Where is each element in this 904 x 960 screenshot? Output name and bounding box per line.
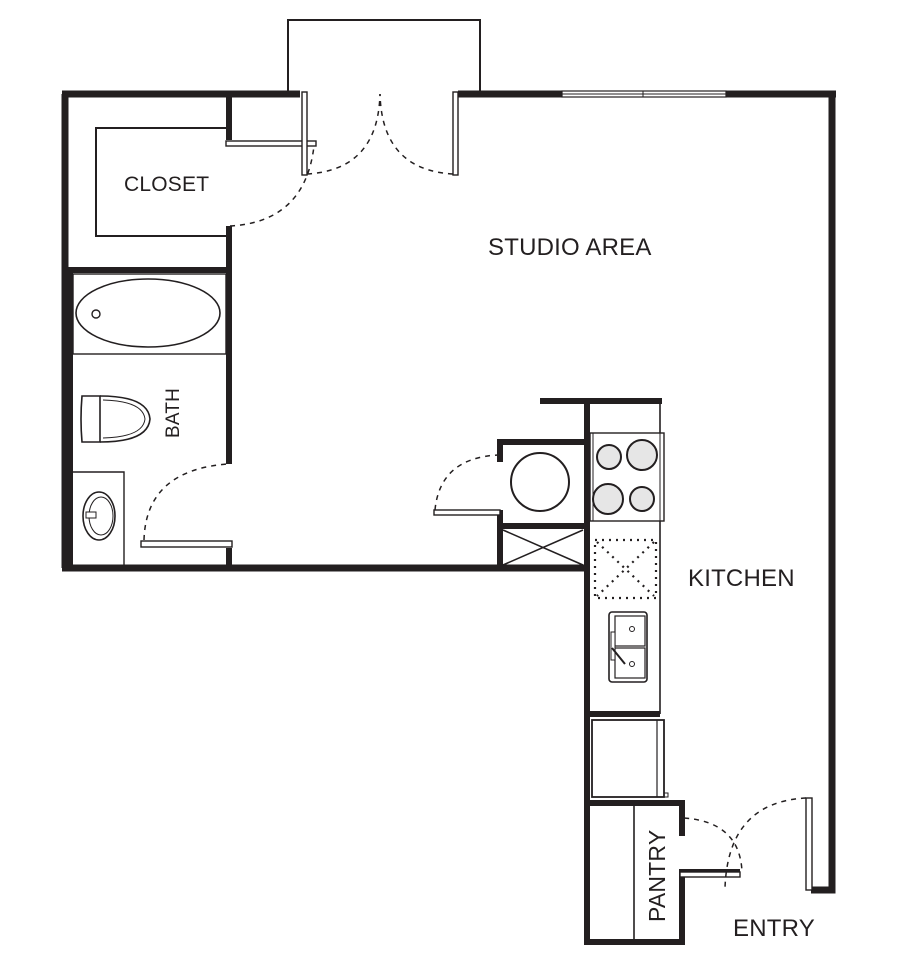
- pantry-wall-top: [587, 800, 685, 836]
- balcony-door-left-swing: [306, 93, 381, 175]
- kitchen-label: KITCHEN: [688, 565, 795, 592]
- closet-label: CLOSET: [124, 173, 210, 196]
- pantry-door-swing: [683, 817, 743, 873]
- water-heater: [510, 452, 570, 512]
- entry-label: ENTRY: [733, 915, 815, 942]
- double-sink: [608, 611, 648, 683]
- toilet: [80, 395, 151, 443]
- balcony-door-left-panel: [301, 91, 308, 176]
- entry-door-panel: [805, 797, 813, 891]
- cooktop: [589, 432, 665, 522]
- hvac-unit: [502, 529, 584, 566]
- sink-vanity: [73, 471, 125, 566]
- pantry-label: PANTRY: [644, 829, 670, 922]
- bath-door-panel: [140, 540, 233, 548]
- balcony-door-right-panel: [452, 91, 459, 176]
- balcony-outline: [287, 19, 481, 92]
- refrigerator: [591, 719, 669, 798]
- studio-area-label: STUDIO AREA: [488, 234, 652, 261]
- balcony-door-right-swing: [379, 93, 454, 175]
- bath-door-swing: [143, 463, 229, 541]
- utility-wall-top: [497, 439, 586, 462]
- closet-shelf: [95, 127, 227, 237]
- sliding-window: [561, 90, 727, 98]
- closet-door-swing: [229, 145, 315, 227]
- utility-door-swing: [434, 454, 499, 511]
- bathtub: [72, 273, 227, 355]
- utility-door-panel: [433, 509, 501, 516]
- bath-label: BATH: [163, 387, 184, 438]
- exterior-wall-right: [811, 91, 836, 894]
- closet-door-panel: [225, 140, 317, 147]
- dishwasher: [593, 538, 658, 600]
- pantry-door-panel: [679, 871, 741, 878]
